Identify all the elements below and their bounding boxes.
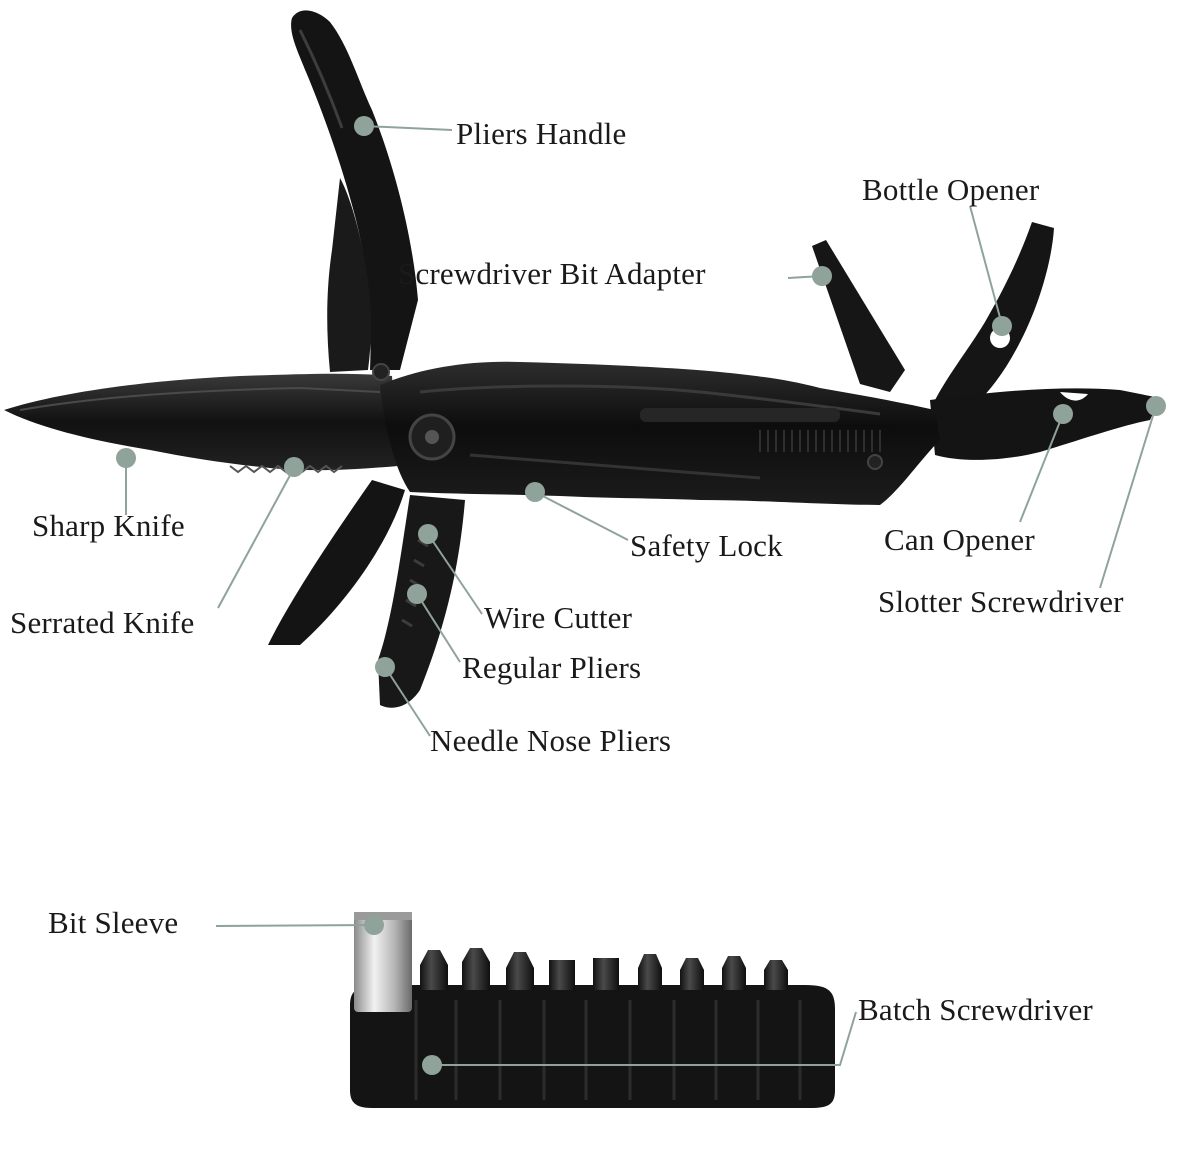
- pliers-handle-shape: [291, 10, 418, 370]
- dot-safety-lock: [525, 482, 545, 502]
- handle-slot: [640, 408, 840, 422]
- handle-groove-bottom: [469, 453, 761, 480]
- label-batch-screwdriver: Batch Screwdriver: [858, 992, 1093, 1027]
- leader-needle-nose: [384, 666, 431, 737]
- dot-pliers-handle: [354, 116, 374, 136]
- label-bottle-opener: Bottle Opener: [862, 172, 1040, 207]
- pivot-screw-center: [425, 430, 439, 444]
- bit-adapter-shape: [812, 240, 905, 392]
- holder-dividers: [414, 1000, 802, 1100]
- dot-serrated-knife: [284, 457, 304, 477]
- leader-regular-pliers: [416, 593, 461, 663]
- bit-1: [420, 950, 448, 990]
- leader-wire-cutter: [427, 533, 483, 615]
- label-serrated-knife: Serrated Knife: [10, 605, 195, 640]
- marker-dots: [116, 116, 1166, 1075]
- label-wire-cutter: Wire Cutter: [484, 600, 633, 635]
- bit-7: [680, 958, 704, 990]
- dot-needle-nose: [375, 657, 395, 677]
- can-opener-notch: [1060, 392, 1088, 401]
- bit-sleeve-shape: [354, 912, 412, 1012]
- leader-bottle-opener: [969, 205, 1003, 326]
- leader-pliers-handle: [363, 125, 453, 131]
- pliers-jaw-lower: [268, 480, 405, 645]
- blade-stud: [372, 363, 390, 381]
- bit-set: [350, 912, 835, 1108]
- handle-groove-top: [419, 384, 881, 416]
- bits: [420, 948, 788, 990]
- leader-serrated-knife: [217, 467, 295, 609]
- label-safety-lock: Safety Lock: [630, 528, 783, 563]
- label-pliers-handle: Pliers Handle: [456, 116, 627, 151]
- leader-can-opener: [1019, 413, 1064, 523]
- dot-can-opener: [1053, 404, 1073, 424]
- dot-sharp-knife: [116, 448, 136, 468]
- dot-batch-screwdriver: [422, 1055, 442, 1075]
- knife-blade-shape: [4, 373, 398, 471]
- bit-6: [638, 954, 662, 990]
- dot-regular-pliers: [407, 584, 427, 604]
- dot-bit-sleeve: [364, 915, 384, 935]
- pliers-arm-shape: [327, 178, 371, 372]
- pliers-jaw-teeth: [401, 538, 429, 628]
- multitool-handle: [380, 361, 940, 505]
- bit-holder: [350, 985, 835, 1108]
- leader-lines: [125, 125, 1157, 1066]
- dot-bottle-opener: [992, 316, 1012, 336]
- dot-wire-cutter: [418, 524, 438, 544]
- can-opener-shape: [930, 388, 1160, 460]
- bit-8: [722, 956, 746, 990]
- label-sharp-knife: Sharp Knife: [32, 508, 185, 543]
- pliers-handle-ridge: [298, 29, 344, 129]
- dot-slotter-screwdriver: [1146, 396, 1166, 416]
- multitool: [4, 10, 1160, 708]
- handle-grip-lines: [759, 430, 881, 452]
- leader-batch-screwdriver: [432, 1011, 857, 1066]
- leader-slotter-screwdriver: [1099, 405, 1157, 589]
- bit-4: [549, 960, 575, 990]
- bit-9: [764, 960, 788, 990]
- bit-2: [462, 948, 490, 990]
- label-bit-sleeve: Bit Sleeve: [48, 905, 179, 940]
- label-screwdriver-bit-adapter: Screwdriver Bit Adapter: [398, 256, 706, 291]
- dot-bit-adapter: [812, 266, 832, 286]
- label-can-opener: Can Opener: [884, 522, 1035, 557]
- bottle-opener-shape: [935, 222, 1054, 405]
- knife-bevel: [19, 386, 381, 411]
- bit-5: [593, 958, 619, 990]
- bit-3: [506, 952, 534, 990]
- rear-screw: [867, 454, 883, 470]
- label-regular-pliers: Regular Pliers: [462, 650, 642, 685]
- leader-bit-sleeve: [215, 924, 375, 927]
- bit-sleeve-top: [354, 912, 412, 920]
- label-needle-nose-pliers: Needle Nose Pliers: [430, 723, 672, 758]
- leader-safety-lock: [534, 491, 629, 541]
- label-slotter-screwdriver: Slotter Screwdriver: [878, 584, 1124, 619]
